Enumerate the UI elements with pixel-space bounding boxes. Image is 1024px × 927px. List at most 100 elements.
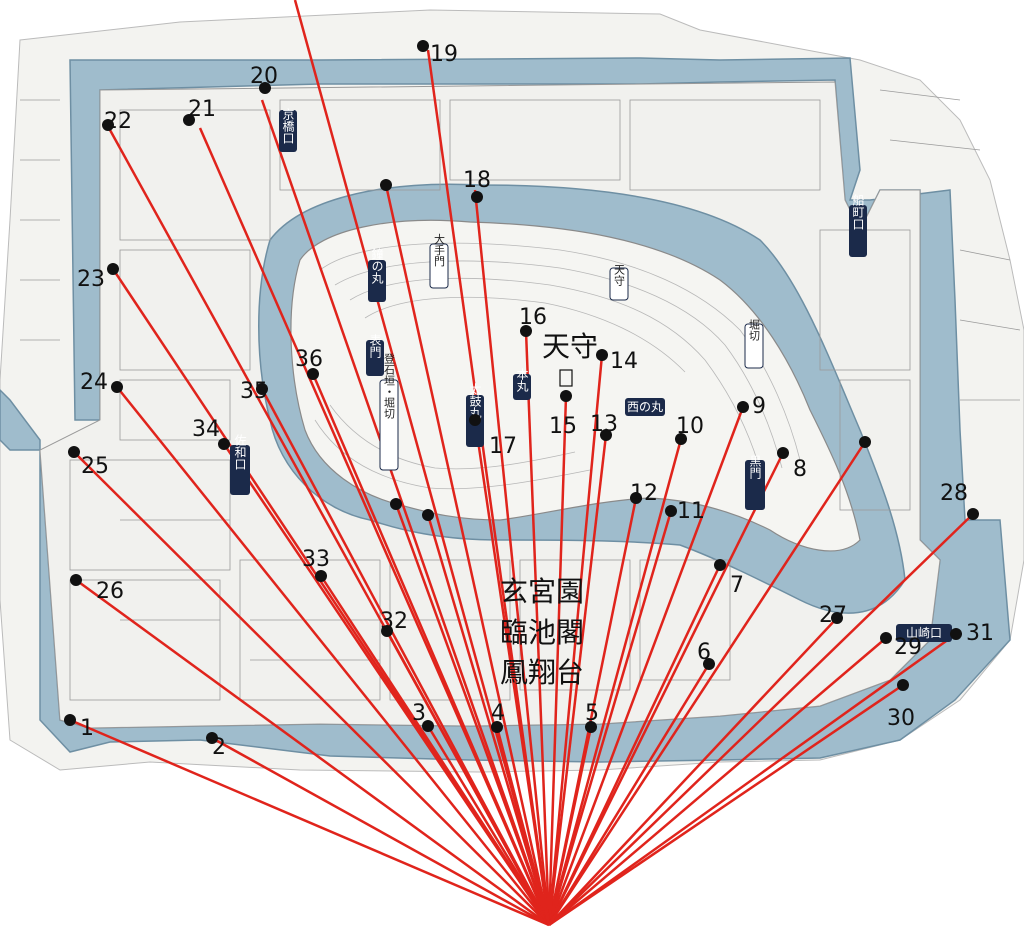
marker-dot-10[interactable] — [675, 433, 687, 445]
marker-dot-27[interactable] — [831, 612, 843, 624]
ray-31 — [548, 632, 957, 927]
marker-dot-11[interactable] — [665, 505, 677, 517]
marker-dot-4[interactable] — [491, 721, 503, 733]
ray-extra-5 — [547, 441, 867, 926]
marker-dot-1[interactable] — [64, 714, 76, 726]
marker-dot-26[interactable] — [70, 574, 82, 586]
marker-label-9: 9 — [752, 394, 766, 419]
marker-dot-unlabeled[interactable] — [859, 436, 871, 448]
marker-label-6: 6 — [697, 640, 711, 665]
ray-8 — [547, 452, 785, 926]
marker-dot-31[interactable] — [950, 628, 962, 640]
marker-dot-7[interactable] — [714, 559, 726, 571]
marker-label-16: 16 — [519, 305, 547, 330]
marker-label-34: 34 — [192, 417, 220, 442]
marker-dot-25[interactable] — [68, 446, 80, 458]
marker-dot-32[interactable] — [381, 625, 393, 637]
ray-11 — [547, 510, 673, 926]
marker-dot-20[interactable] — [259, 82, 271, 94]
marker-dot-29[interactable] — [880, 632, 892, 644]
ray-13 — [547, 434, 608, 926]
marker-dot-12[interactable] — [630, 492, 642, 504]
svg-text:天守: 天守 — [613, 264, 626, 286]
badge-tenshu: 天守 — [609, 264, 629, 301]
marker-dot-unlabeled[interactable] — [422, 509, 434, 521]
marker-dot-6[interactable] — [703, 658, 715, 670]
marker-label-29: 29 — [894, 635, 922, 660]
badge-kyobashi-gate: 京橋口 — [279, 108, 297, 152]
marker-dot-unlabeled[interactable] — [380, 179, 392, 191]
svg-text:太鼓丸: 太鼓丸 — [468, 382, 482, 420]
marker-dot-15[interactable] — [560, 390, 572, 402]
svg-text:山崎口: 山崎口 — [906, 626, 942, 640]
ray-12 — [547, 497, 638, 926]
ray-27 — [548, 617, 838, 926]
ray-extra-2 — [394, 503, 551, 926]
ray-30 — [548, 683, 904, 927]
badge-honmaru: 本丸 — [513, 368, 531, 400]
marker-dot-34[interactable] — [218, 438, 230, 450]
ray-3 — [426, 725, 551, 926]
marker-label-10: 10 — [676, 414, 704, 439]
marker-dot-18[interactable] — [471, 191, 483, 203]
marker-label-2: 2 — [212, 735, 226, 760]
marker-label-27: 27 — [819, 603, 847, 628]
marker-dot-33[interactable] — [315, 570, 327, 582]
ray-25 — [73, 451, 550, 926]
marker-dot-13[interactable] — [600, 429, 612, 441]
sightline-rays — [69, 0, 974, 927]
center-label-rinchikaku: 臨池閣 — [500, 616, 584, 649]
marker-label-11: 11 — [677, 499, 705, 524]
keep-icon — [559, 369, 573, 387]
marker-dot-36[interactable] — [307, 368, 319, 380]
marker-dot-14[interactable] — [596, 349, 608, 361]
svg-text:登石垣・堀切: 登石垣・堀切 — [383, 352, 396, 419]
marker-label-22: 22 — [104, 109, 132, 134]
svg-text:西の丸: 西の丸 — [627, 400, 663, 414]
ray-34 — [222, 443, 551, 926]
svg-text:黒門: 黒門 — [748, 455, 762, 479]
marker-dot-30[interactable] — [897, 679, 909, 691]
marker-dot-8[interactable] — [777, 447, 789, 459]
badge-kane-no-maru: 鐘の丸 — [368, 247, 386, 302]
marker-dot-24[interactable] — [111, 381, 123, 393]
marker-label-17: 17 — [489, 434, 517, 459]
marker-dot-28[interactable] — [967, 508, 979, 520]
svg-text:表門: 表門 — [368, 334, 382, 358]
center-label-hoshodai: 鳳翔台 — [500, 656, 584, 689]
svg-text:船町口: 船町口 — [851, 194, 865, 230]
ray-extra-3 — [426, 514, 551, 926]
marker-dot-21[interactable] — [183, 114, 195, 126]
marker-dot-17[interactable] — [469, 414, 481, 426]
marker-label-25: 25 — [81, 454, 109, 479]
marker-dot-2[interactable] — [206, 732, 218, 744]
ray-extra-4 — [384, 184, 551, 926]
marker-dot-3[interactable] — [422, 720, 434, 732]
ray-6 — [547, 663, 711, 926]
marker-label-8: 8 — [793, 457, 807, 482]
ray-1 — [69, 718, 550, 927]
svg-text:京橋口: 京橋口 — [281, 108, 295, 144]
svg-text:本丸: 本丸 — [515, 368, 529, 393]
ray-20 — [260, 99, 551, 926]
svg-text:鐘の丸: 鐘の丸 — [370, 247, 384, 285]
marker-dot-9[interactable] — [737, 401, 749, 413]
marker-dot-5[interactable] — [585, 721, 597, 733]
marker-dot-unlabeled[interactable] — [390, 498, 402, 510]
marker-label-5: 5 — [585, 701, 599, 726]
marker-dot-35[interactable] — [256, 383, 268, 395]
svg-text:佐和口: 佐和口 — [233, 434, 247, 470]
marker-dot-23[interactable] — [107, 263, 119, 275]
marker-label-35: 35 — [240, 379, 268, 404]
marker-label-20: 20 — [250, 64, 278, 89]
marker-label-15: 15 — [549, 414, 577, 439]
badge-horikiri: 堀切 — [744, 319, 764, 369]
ray-16 — [524, 330, 551, 926]
marker-dot-22[interactable] — [102, 119, 114, 131]
marker-dot-16[interactable] — [520, 325, 532, 337]
keep-label: 天守 — [542, 330, 598, 363]
marker-dot-19[interactable] — [417, 40, 429, 52]
marker-label-14: 14 — [610, 349, 638, 374]
